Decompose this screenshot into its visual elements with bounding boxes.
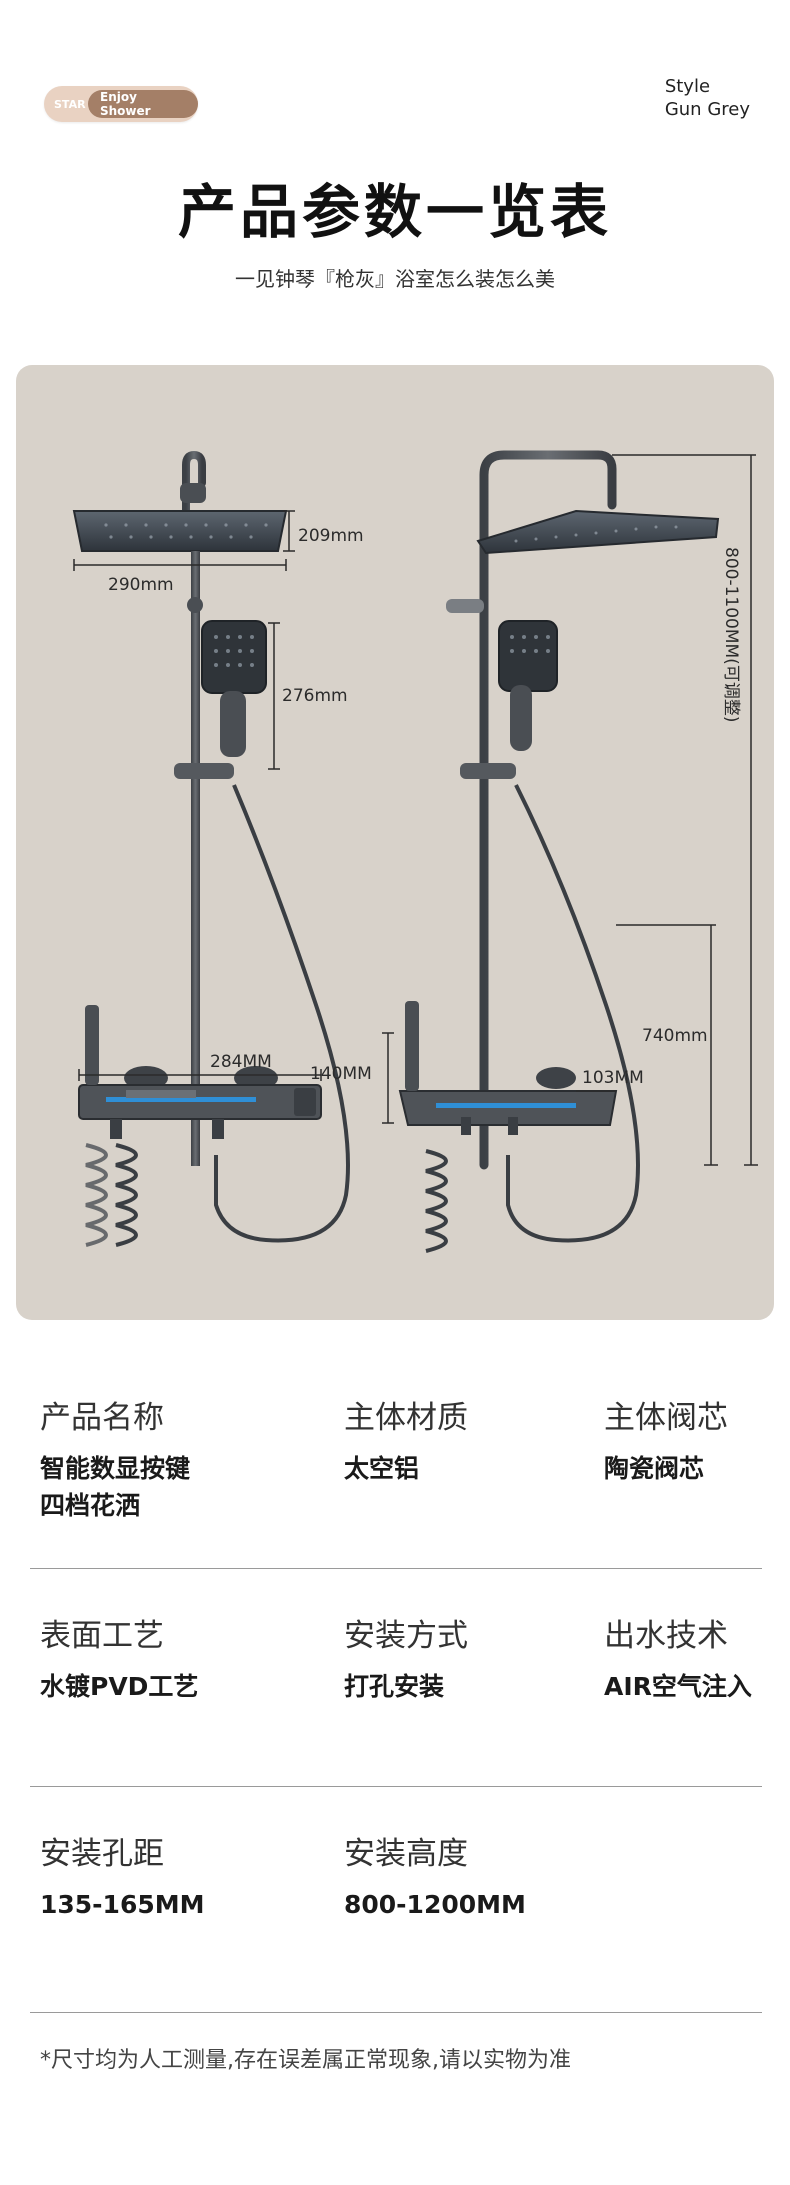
spec-row-1: 产品名称 智能数显按键 四档花洒 主体材质 太空铝 主体阀芯 陶瓷阀芯 xyxy=(30,1390,760,1608)
side-dimension-lines xyxy=(382,454,758,1166)
spec-install-height: 安装高度 800-1200MM xyxy=(344,1834,526,1923)
spec-divider xyxy=(30,1568,762,1569)
measurement-footnote: *尺寸均为人工测量,存在误差属正常现象,请以实物为准 xyxy=(40,2048,571,2073)
spec-row-2: 表面工艺 水镀PVD工艺 安装方式 打孔安装 出水技术 AIR空气注入 xyxy=(30,1608,760,1826)
page-title: 产品参数一览表 xyxy=(177,178,612,246)
spec-value: 800-1200MM xyxy=(344,1890,526,1919)
spec-row-3: 安装孔距 135-165MM 安装高度 800-1200MM xyxy=(30,1826,760,2044)
spec-divider xyxy=(30,1786,762,1787)
dim-valve-width: 284MM xyxy=(210,1052,272,1072)
spec-value: 打孔安装 xyxy=(344,1672,445,1701)
spec-label: 主体材质 xyxy=(344,1400,468,1436)
spec-divider xyxy=(30,2012,762,2013)
shower-dimension-illustration: 290mm 209mm 276mm 284MM xyxy=(72,450,758,1253)
spec-label: 产品名称 xyxy=(40,1400,164,1436)
dim-hand-shower-length: 276mm xyxy=(282,686,348,706)
spec-product-name: 产品名称 智能数显按键 四档花洒 xyxy=(40,1398,190,1524)
brand-badge: STAR Enjoy Shower xyxy=(44,86,198,122)
side-view-shower xyxy=(398,450,720,1253)
spec-table: 产品名称 智能数显按键 四档花洒 主体材质 太空铝 主体阀芯 陶瓷阀芯 表面工艺… xyxy=(30,1390,760,2044)
spec-valve-core: 主体阀芯 陶瓷阀芯 xyxy=(604,1398,728,1487)
style-label: Style Gun Grey xyxy=(665,75,750,121)
dim-total-height: 800-1100MM(可调整) xyxy=(721,547,741,722)
thermostatic-valve-side xyxy=(398,1067,618,1135)
page-subtitle: 一见钟琴『枪灰』浴室怎么装怎么美 xyxy=(235,267,555,291)
thermostatic-valve-front xyxy=(78,1066,322,1139)
spec-install-method: 安装方式 打孔安装 xyxy=(344,1616,468,1705)
badge-pill-label: Enjoy Shower xyxy=(88,90,198,118)
spec-hole-spacing: 安装孔距 135-165MM xyxy=(40,1834,205,1923)
style-line-2: Gun Grey xyxy=(664,99,750,120)
spec-label: 出水技术 xyxy=(604,1618,728,1654)
top-shower-head-side xyxy=(476,509,720,555)
badge-star-label: STAR xyxy=(54,97,86,111)
spec-label: 安装高度 xyxy=(344,1836,468,1872)
dim-rail-height: 740mm xyxy=(642,1026,708,1046)
style-line-1: Style xyxy=(664,76,711,97)
hand-shower-front xyxy=(201,620,267,757)
dim-outlet-depth: 103MM xyxy=(582,1068,644,1088)
spec-label: 主体阀芯 xyxy=(604,1400,728,1436)
product-dimension-panel: 290mm 209mm 276mm 284MM xyxy=(16,365,774,1320)
spec-label: 表面工艺 xyxy=(40,1618,164,1654)
spec-label: 安装方式 xyxy=(344,1618,468,1654)
dim-top-shower-depth: 209mm xyxy=(298,526,364,546)
spec-value: 陶瓷阀芯 xyxy=(604,1454,705,1483)
dim-top-shower-width: 290mm xyxy=(108,575,174,595)
spec-value: 135-165MM xyxy=(40,1890,205,1919)
spec-water-tech: 出水技术 AIR空气注入 xyxy=(604,1616,752,1705)
spec-value: 太空铝 xyxy=(344,1454,420,1483)
hand-shower-side xyxy=(498,620,558,751)
spec-surface-finish: 表面工艺 水镀PVD工艺 xyxy=(40,1616,198,1705)
top-shower-head-front xyxy=(72,510,288,552)
dim-valve-depth: 140MM xyxy=(310,1064,372,1084)
spec-value: 智能数显按键 四档花洒 xyxy=(40,1454,191,1520)
front-view-shower xyxy=(72,450,350,1247)
front-dimension-lines xyxy=(73,510,322,1081)
spec-label: 安装孔距 xyxy=(40,1836,164,1872)
spec-value: 水镀PVD工艺 xyxy=(40,1672,199,1701)
spec-body-material: 主体材质 太空铝 xyxy=(344,1398,468,1487)
spec-value: AIR空气注入 xyxy=(604,1672,752,1701)
